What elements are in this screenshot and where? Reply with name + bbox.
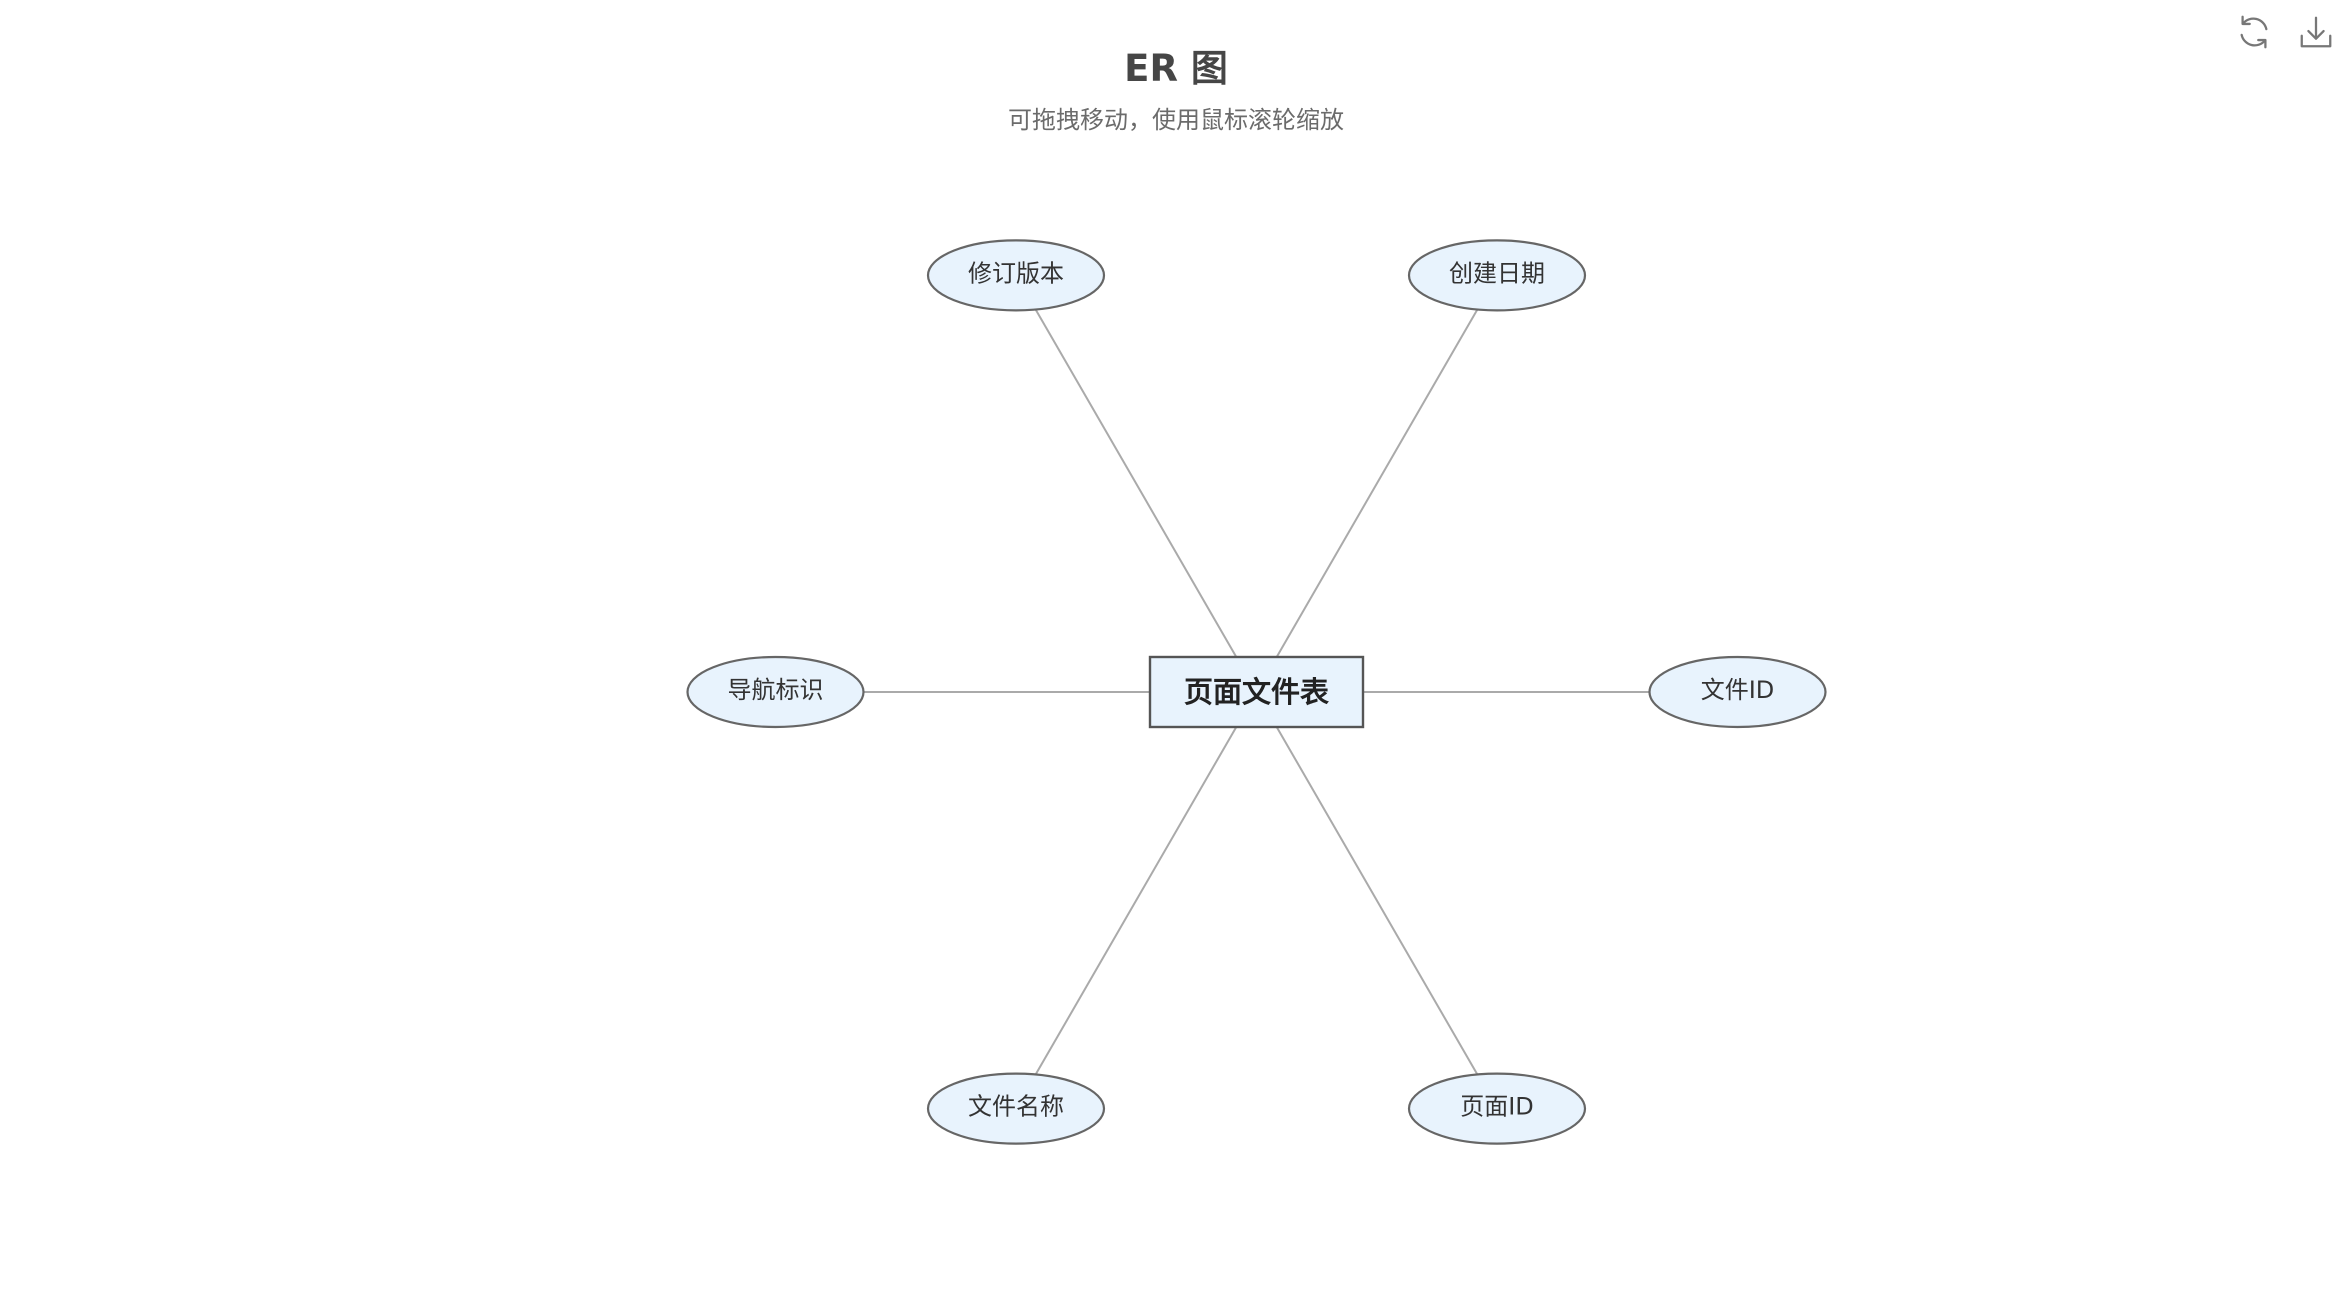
attribute-node-revision[interactable]: 修订版本 xyxy=(926,239,1106,312)
attribute-node-created-date[interactable]: 创建日期 xyxy=(1407,239,1587,312)
download-icon xyxy=(2300,16,2332,48)
attribute-ellipse[interactable] xyxy=(926,239,1106,312)
download-button[interactable] xyxy=(2294,10,2338,54)
attribute-node-page-id[interactable]: 页面ID xyxy=(1407,1072,1587,1145)
entity-label: 页面文件表 xyxy=(1184,675,1329,709)
refresh-button[interactable] xyxy=(2232,10,2276,54)
relationship-edges xyxy=(863,309,1650,1075)
attribute-label: 修订版本 xyxy=(968,259,1064,287)
attribute-label: 文件名称 xyxy=(968,1093,1064,1121)
entity-box[interactable] xyxy=(1148,655,1365,729)
attribute-label: 文件ID xyxy=(1701,676,1775,704)
attribute-label: 导航标识 xyxy=(728,676,824,704)
attribute-ellipse[interactable] xyxy=(1648,655,1827,729)
page-title: ER 图 xyxy=(1124,47,1228,90)
refresh-icon xyxy=(2240,15,2268,49)
attribute-node-file-name[interactable]: 文件名称 xyxy=(926,1072,1106,1145)
edge-file-name xyxy=(1034,726,1238,1075)
attribute-node-file-id[interactable]: 文件ID xyxy=(1648,655,1827,729)
attribute-label: 创建日期 xyxy=(1449,259,1545,287)
toolbar xyxy=(2232,10,2338,54)
edge-page-id xyxy=(1275,726,1479,1075)
attribute-node-nav-flag[interactable]: 导航标识 xyxy=(686,655,865,729)
attribute-ellipse[interactable] xyxy=(1407,1072,1587,1145)
page-subtitle: 可拖拽移动，使用鼠标滚轮缩放 xyxy=(1008,106,1344,134)
entity-node[interactable]: 页面文件表 xyxy=(1148,655,1365,729)
attribute-ellipse[interactable] xyxy=(926,1072,1106,1145)
attribute-ellipse[interactable] xyxy=(1407,239,1587,312)
attribute-ellipse[interactable] xyxy=(686,655,865,729)
edge-created-date xyxy=(1275,309,1479,658)
attribute-label: 页面ID xyxy=(1460,1093,1534,1121)
edge-revision xyxy=(1034,309,1238,658)
